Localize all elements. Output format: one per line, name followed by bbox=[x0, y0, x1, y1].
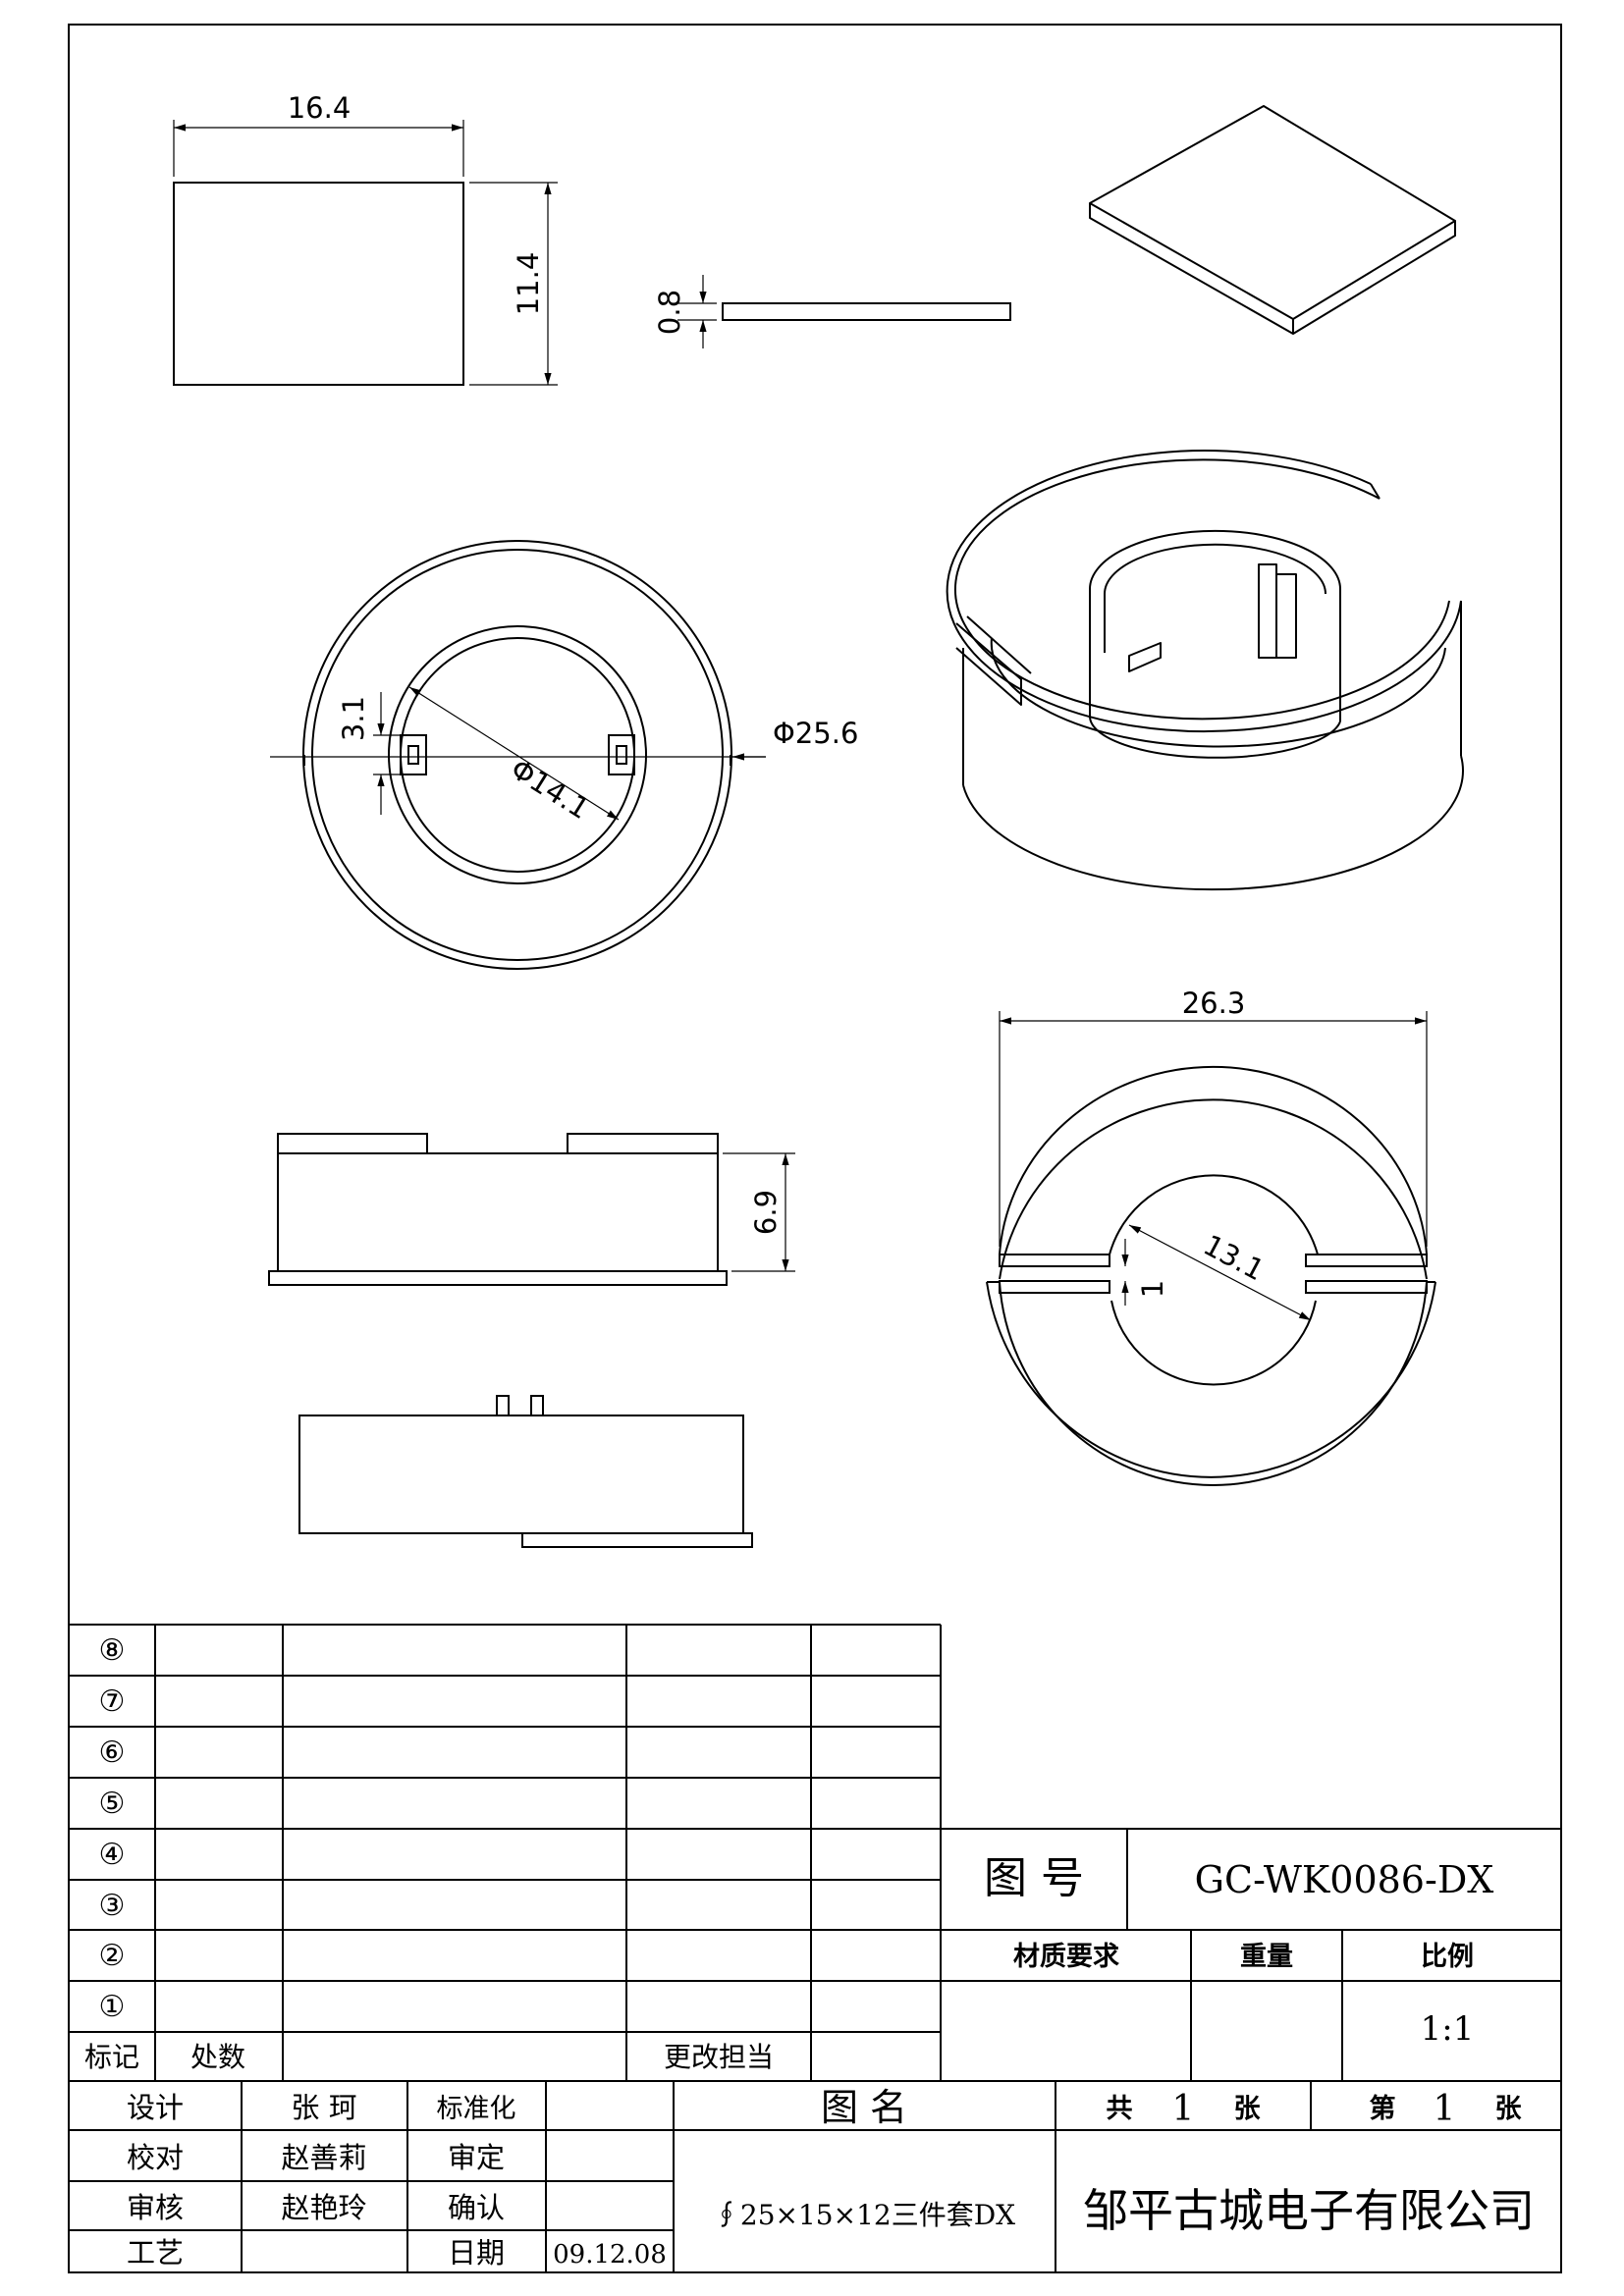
plate-thickness-label: 0.8 bbox=[653, 290, 686, 335]
revision-mark-3: ③ bbox=[99, 1889, 126, 1923]
slot-gap-label: 1 bbox=[1136, 1280, 1169, 1298]
checker-name: 赵善莉 bbox=[281, 2141, 366, 2174]
sheet-label: 第 bbox=[1370, 2093, 1396, 2124]
plate-width-label: 16.4 bbox=[288, 91, 352, 125]
revision-mark-4: ④ bbox=[99, 1838, 126, 1872]
base-height-label: 6.9 bbox=[749, 1190, 783, 1235]
ring-top-view bbox=[270, 540, 766, 970]
standardization-label: 标准化 bbox=[437, 2094, 516, 2124]
base-top-view bbox=[986, 1011, 1436, 1486]
sheet-number: 1 bbox=[1434, 2089, 1456, 2129]
part-name: ∮25×15×12三件套DX bbox=[713, 2199, 1015, 2231]
base-inner-label: 13.1 bbox=[1198, 1228, 1270, 1287]
total-unit: 张 bbox=[1234, 2094, 1262, 2124]
revision-header-mark: 标记 bbox=[84, 2041, 139, 2073]
revision-marks: ⑧ ⑦ ⑥ ⑤ ④ ③ ② ① 标记 处数 更改担当 bbox=[84, 1633, 774, 2073]
material-label: 材质要求 bbox=[1013, 1942, 1119, 1972]
revision-mark-8: ⑧ bbox=[99, 1633, 126, 1668]
ring-isometric-view bbox=[946, 450, 1464, 891]
confirm-label: 确认 bbox=[448, 2191, 505, 2224]
total-label: 共 bbox=[1107, 2094, 1133, 2124]
scale-label: 比例 bbox=[1421, 1942, 1474, 1972]
ring-front-view bbox=[298, 1395, 753, 1548]
process-label: 工艺 bbox=[127, 2236, 184, 2269]
ring-side-view bbox=[268, 1133, 795, 1286]
revision-mark-6: ⑥ bbox=[99, 1735, 126, 1770]
revision-mark-5: ⑤ bbox=[99, 1787, 126, 1821]
approve-label: 审定 bbox=[448, 2141, 505, 2174]
drawing-border bbox=[68, 24, 1562, 2273]
title-block-grid bbox=[69, 1828, 1561, 2272]
reviewer-name: 赵艳玲 bbox=[281, 2191, 366, 2224]
plate-front-view bbox=[173, 120, 558, 386]
drawing-number: GC-WK0086-DX bbox=[1195, 1858, 1494, 1901]
revision-header-count: 处数 bbox=[190, 2041, 245, 2073]
date-label: 日期 bbox=[448, 2236, 505, 2269]
date-value: 09.12.08 bbox=[553, 2240, 667, 2269]
revision-mark-1: ① bbox=[99, 1990, 126, 2024]
review-label: 审核 bbox=[127, 2191, 184, 2224]
scale-value: 1:1 bbox=[1421, 2009, 1475, 2049]
total-count: 1 bbox=[1172, 2089, 1195, 2129]
weight-label: 重量 bbox=[1240, 1942, 1293, 1972]
designer-name: 张 珂 bbox=[291, 2091, 356, 2124]
outer-diameter-label: Φ25.6 bbox=[773, 717, 858, 750]
slot-width-label: 3.1 bbox=[337, 696, 370, 741]
plate-isometric-view bbox=[1089, 105, 1456, 335]
plate-side-view bbox=[677, 275, 1011, 348]
base-width-label: 26.3 bbox=[1182, 987, 1246, 1020]
revision-mark-7: ⑦ bbox=[99, 1684, 126, 1719]
inner-diameter-label: Φ14.1 bbox=[505, 752, 595, 826]
drawing-name-label: 图 名 bbox=[821, 2086, 907, 2129]
plate-height-label: 11.4 bbox=[512, 252, 545, 316]
drawing-no-label: 图 号 bbox=[984, 1853, 1084, 1903]
sheet-unit: 张 bbox=[1495, 2094, 1523, 2124]
revision-header-changed-by: 更改担当 bbox=[664, 2041, 774, 2073]
company-name: 邹平古城电子有限公司 bbox=[1083, 2184, 1535, 2237]
design-label: 设计 bbox=[127, 2091, 184, 2124]
revision-table bbox=[69, 1624, 942, 2081]
revision-mark-2: ② bbox=[99, 1939, 126, 1973]
check-label: 校对 bbox=[127, 2141, 184, 2174]
